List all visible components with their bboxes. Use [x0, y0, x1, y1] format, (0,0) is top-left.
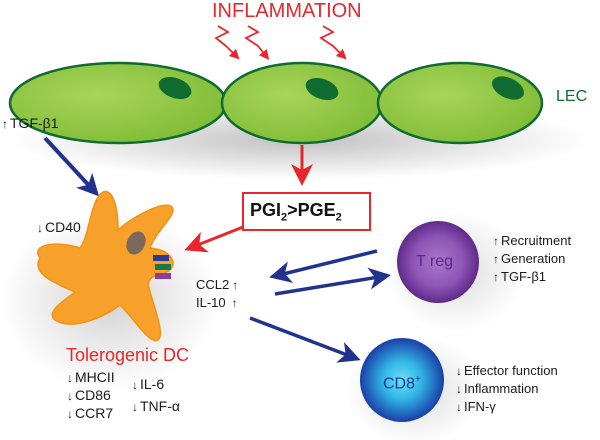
- cd8-effect-ifng: ↓IFN-γ: [456, 398, 558, 416]
- chemokine-text: CCL2: [196, 277, 230, 292]
- tgf-text: TGF-β1: [10, 115, 59, 131]
- pge-text: >PGE: [287, 200, 336, 220]
- down-arrow-icon: ↓: [67, 407, 73, 421]
- marker-text: IL-6: [140, 376, 165, 392]
- up-arrow-icon: ↑: [493, 252, 499, 266]
- lec-nucleus-3: [492, 76, 524, 100]
- cd8-text: CD8: [383, 375, 416, 393]
- dc-markers-right: ↓IL-6 ↓TNF-α: [132, 374, 180, 418]
- treg-effects: ↑Recruitment ↑Generation ↑TGF-β1: [493, 232, 571, 286]
- inflammation-label: INFLAMMATION: [212, 0, 362, 22]
- zigzag-arrow-1: [214, 25, 240, 60]
- tgf-to-dc-arrow: [43, 136, 100, 197]
- receptor-purple: [155, 273, 171, 279]
- effect-text: Effector function: [464, 363, 558, 378]
- dendritic-cell: [37, 190, 174, 342]
- receptor-green: [155, 264, 171, 270]
- lec-cell-3: [376, 61, 544, 145]
- receptor-blue: [153, 255, 169, 261]
- up-arrow-icon: ↑: [493, 234, 499, 248]
- effect-text: TGF-β1: [501, 269, 547, 284]
- marker-il6: ↓IL-6: [132, 374, 180, 396]
- effect-text: Generation: [501, 251, 566, 266]
- dc-to-treg-arrow: [274, 267, 391, 296]
- dc-nucleus: [126, 231, 146, 255]
- down-arrow-icon: ↓: [132, 378, 138, 392]
- chemokine-list: CCL2↑ IL-10 ↑: [196, 276, 240, 312]
- zigzag-arrow-3: [319, 25, 347, 60]
- down-arrow-icon: ↓: [67, 371, 73, 385]
- marker-tnfa: ↓TNF-α: [132, 396, 180, 418]
- effect-text: Recruitment: [501, 233, 572, 248]
- up-arrow-icon: ↑: [2, 117, 8, 131]
- pg-to-dc-arrow: [184, 225, 244, 253]
- chemokine-text: IL-10: [196, 295, 226, 310]
- lec-cells: [8, 61, 544, 145]
- lec-nucleus-1: [158, 76, 192, 100]
- up-arrow-icon: ↑: [232, 278, 239, 292]
- pgi-text: PGI: [250, 200, 282, 220]
- pge-subscript: 2: [335, 211, 342, 224]
- down-arrow-icon: ↓: [456, 364, 462, 378]
- marker-text: CD86: [75, 387, 111, 403]
- treg-effect-generation: ↑Generation: [493, 250, 571, 268]
- chemokine-il10: IL-10 ↑: [196, 294, 240, 312]
- marker-text: MHCII: [75, 369, 115, 385]
- tgf-top-label: ↑TGF-β1: [2, 115, 59, 132]
- treg-effect-recruitment: ↑Recruitment: [493, 232, 571, 250]
- dc-to-cd8-arrow: [249, 316, 361, 363]
- effect-text: IFN-γ: [464, 399, 496, 414]
- effect-text: Inflammation: [464, 381, 539, 396]
- inflammation-arrows: [214, 25, 347, 60]
- pg-box: [242, 192, 371, 231]
- lec-nucleus-2: [305, 77, 339, 101]
- marker-cd86: ↓CD86: [67, 387, 115, 405]
- down-arrow-icon: ↓: [456, 400, 462, 414]
- marker-ccr7: ↓CCR7: [67, 405, 115, 423]
- up-arrow-icon: ↑: [493, 270, 499, 284]
- pgi-subscript: 2: [281, 211, 288, 224]
- treg-effect-tgf: ↑TGF-β1: [493, 268, 571, 286]
- marker-text: TNF-α: [140, 398, 180, 414]
- treg-to-dc-arrow: [269, 249, 378, 283]
- cd40-label: ↓CD40: [37, 219, 81, 236]
- zigzag-arrow-2: [244, 25, 270, 60]
- treg-cell: [397, 221, 479, 303]
- lec-cell-2: [220, 61, 384, 145]
- up-arrow-icon: ↑: [231, 296, 238, 310]
- cd8-effect-inflammation: ↓Inflammation: [456, 380, 558, 398]
- down-arrow-icon: ↓: [132, 400, 138, 414]
- marker-mhcii: ↓MHCII: [67, 369, 115, 387]
- chemokine-ccl2: CCL2↑: [196, 276, 240, 294]
- down-arrow-icon: ↓: [37, 221, 43, 235]
- cd8-cell: [360, 338, 444, 422]
- cd8-superscript: +: [415, 374, 421, 385]
- dc-title: Tolerogenic DC: [66, 345, 190, 365]
- dc-markers-left: ↓MHCII ↓CD86 ↓CCR7: [67, 369, 115, 423]
- cd8-label: CD8+: [383, 370, 421, 394]
- down-arrow-icon: ↓: [456, 382, 462, 396]
- pg-box-label: PGI2>PGE2: [250, 199, 342, 229]
- cd8-effects: ↓Effector function ↓Inflammation ↓IFN-γ: [456, 362, 558, 416]
- lec-label: LEC: [556, 88, 588, 105]
- down-arrow-icon: ↓: [67, 389, 73, 403]
- treg-label: T reg: [416, 253, 454, 270]
- cd8-effect-effector: ↓Effector function: [456, 362, 558, 380]
- cd40-text: CD40: [45, 219, 81, 235]
- marker-text: CCR7: [75, 405, 114, 421]
